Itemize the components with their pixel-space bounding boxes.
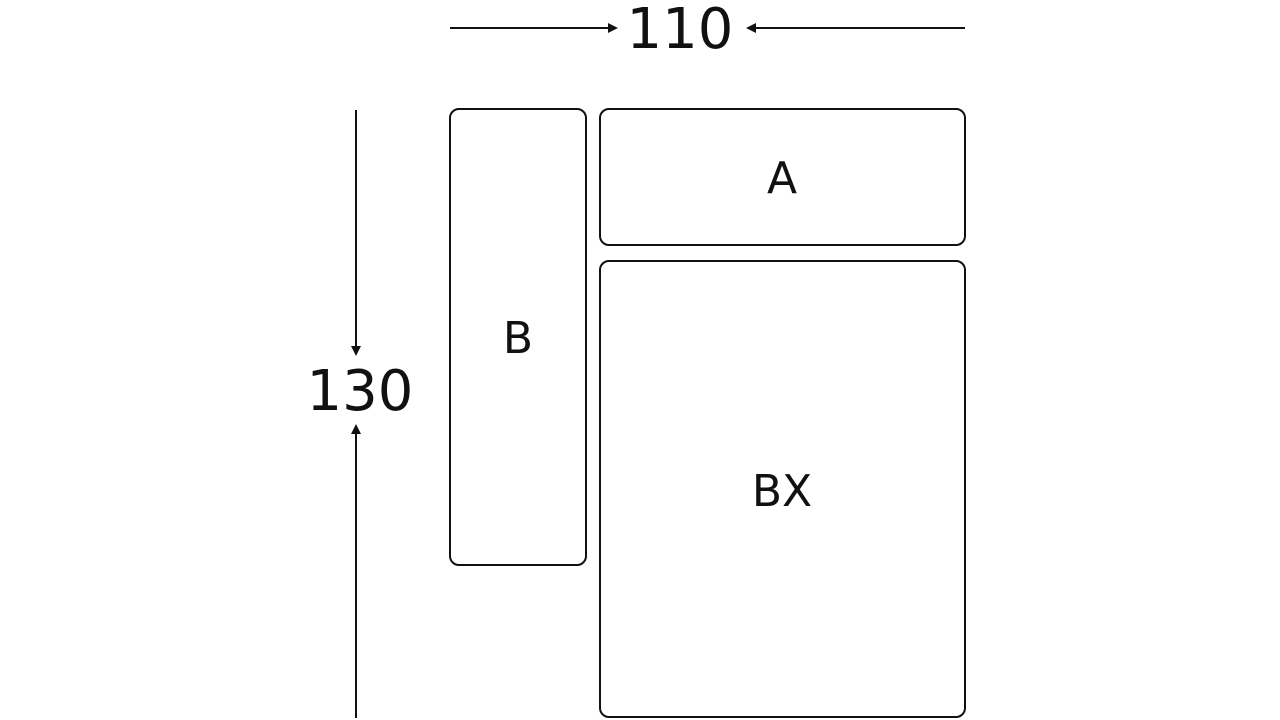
piece-b: B <box>449 108 587 566</box>
height-dimension: 130 <box>307 110 414 718</box>
piece-bx: BX <box>599 260 966 718</box>
piece-a-outline <box>599 108 966 246</box>
piece-b-outline <box>449 108 587 566</box>
piece-a-label: A <box>767 153 797 204</box>
piece-bx-label: BX <box>752 466 812 517</box>
piece-a: A <box>599 108 966 246</box>
width-left-arrowhead <box>608 23 618 33</box>
width-right-arrowhead <box>746 23 756 33</box>
width-dimension: 110 <box>450 0 965 62</box>
height-dimension-label: 130 <box>307 359 414 424</box>
height-bottom-arrowhead <box>351 424 361 434</box>
width-dimension-label: 110 <box>627 0 734 62</box>
piece-bx-outline <box>599 260 966 718</box>
height-top-arrowhead <box>351 346 361 356</box>
piece-b-label: B <box>503 313 533 364</box>
